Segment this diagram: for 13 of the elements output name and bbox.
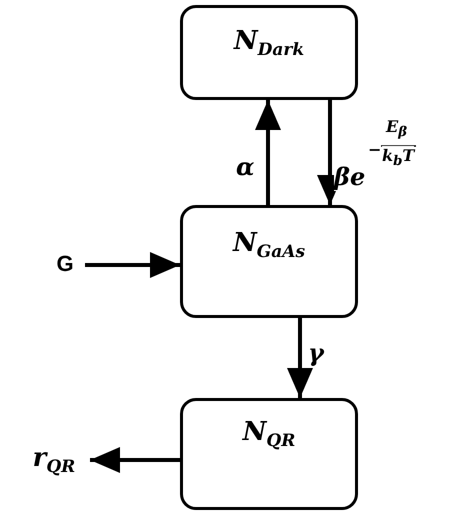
state-label: N$_{QR}$ xyxy=(242,417,296,452)
arrow xyxy=(255,100,281,205)
state-box xyxy=(180,5,358,100)
arrow xyxy=(90,447,180,473)
input-label: G xyxy=(56,251,74,277)
arrow xyxy=(85,252,180,278)
output-label: r$_{QR}$ xyxy=(32,442,76,478)
arrow xyxy=(287,318,313,398)
state-label: N$_{Dark}$ xyxy=(234,26,304,60)
state-label: N$_{GaAs}$ xyxy=(232,228,306,262)
state-box xyxy=(180,205,358,318)
state-box xyxy=(180,398,358,510)
exponent-text: E$_{β}$ xyxy=(386,117,408,140)
